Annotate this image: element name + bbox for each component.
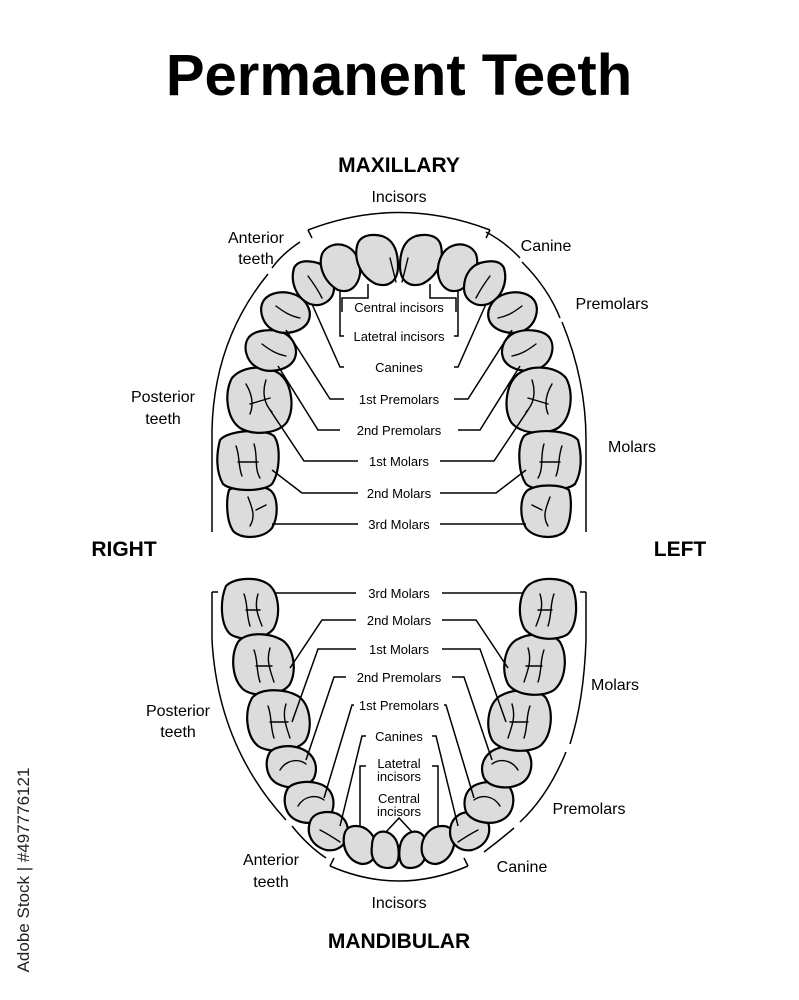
upper-left-first-molar xyxy=(505,366,572,434)
lower-label-first-molars: 1st Molars xyxy=(369,642,429,657)
lower-label-central-line2: incisors xyxy=(377,804,422,819)
lower-right-anterior-bracket xyxy=(291,825,327,859)
lower-left-central-incisor xyxy=(398,830,428,870)
lower-label-first-premolars: 1st Premolars xyxy=(359,698,440,713)
stock-id-text: Adobe Stock | #497776121 xyxy=(14,767,33,973)
upper-left-second-molar xyxy=(518,430,582,492)
lower-group-incisors: Incisors xyxy=(371,895,426,912)
lower-right-second-premolar xyxy=(265,745,318,789)
upper-label-first-molars: 1st Molars xyxy=(369,454,429,469)
lower-incisors-bracket xyxy=(329,865,469,882)
upper-label-first-premolars: 1st Premolars xyxy=(359,392,440,407)
upper-left-canine-bracket xyxy=(485,231,521,259)
lower-group-canine: Canine xyxy=(497,859,548,876)
lower-group-premolars: Premolars xyxy=(553,801,626,818)
lower-left-second-molar xyxy=(503,633,566,696)
upper-label-third-molars: 3rd Molars xyxy=(368,517,430,532)
maxillary-heading: MAXILLARY xyxy=(338,154,460,177)
lower-left-first-molar xyxy=(487,689,552,752)
upper-label-second-premolars: 2nd Premolars xyxy=(357,423,442,438)
lower-left-molars-bracket xyxy=(569,592,587,745)
upper-right-lateral-incisor xyxy=(319,243,362,293)
upper-right-first-molar xyxy=(226,366,293,434)
mandibular-arch xyxy=(220,577,578,870)
lower-right-central-incisor xyxy=(370,830,400,870)
lower-right-posterior-bracket xyxy=(211,592,287,821)
upper-left-central-incisor xyxy=(398,233,443,287)
lower-right-third-molar xyxy=(220,577,280,640)
lower-left-third-molar xyxy=(518,577,578,640)
lower-group-posterior-line1: Posterior xyxy=(146,703,211,720)
upper-label-second-molars: 2nd Molars xyxy=(367,486,432,501)
lower-right-second-molar xyxy=(232,633,295,696)
lower-right-first-molar xyxy=(246,689,311,752)
maxillary-arch xyxy=(216,233,582,538)
lower-left-canine-bracket xyxy=(483,827,515,853)
lower-label-lateral-line1: Latetral xyxy=(377,756,420,771)
upper-group-posterior-line1: Posterior xyxy=(131,389,196,406)
right-side-label: RIGHT xyxy=(91,538,157,561)
lower-group-anterior-line1: Anterior xyxy=(243,852,300,869)
stock-id-watermark: Adobe Stock | #497776121 xyxy=(11,767,37,973)
upper-right-second-molar xyxy=(216,430,280,492)
mandibular-heading: MANDIBULAR xyxy=(328,930,470,953)
lower-group-molars: Molars xyxy=(591,677,639,694)
upper-group-incisors: Incisors xyxy=(371,189,426,206)
lower-label-lateral-line2: incisors xyxy=(377,769,422,784)
lower-label-second-molars: 2nd Molars xyxy=(367,613,432,628)
upper-label-canines: Canines xyxy=(375,360,423,375)
upper-label-lateral-incisors: Latetral incisors xyxy=(353,329,445,344)
lower-label-second-premolars: 2nd Premolars xyxy=(357,670,442,685)
mandibular-leaders xyxy=(274,592,524,833)
upper-group-premolars: Premolars xyxy=(576,296,649,313)
lower-label-canines: Canines xyxy=(375,729,423,744)
upper-left-premolars-bracket xyxy=(521,261,561,319)
upper-group-posterior-line2: teeth xyxy=(145,411,181,428)
maxillary-leaders xyxy=(269,284,529,525)
upper-right-central-incisor xyxy=(355,233,400,287)
lower-group-posterior-line2: teeth xyxy=(160,724,196,741)
upper-right-posterior-bracket xyxy=(211,273,269,532)
upper-label-central-incisors: Central incisors xyxy=(354,300,444,315)
upper-left-molars-bracket xyxy=(561,321,587,532)
lower-left-premolars-bracket xyxy=(519,751,567,823)
upper-group-canine: Canine xyxy=(521,238,572,255)
upper-group-anterior-line2: teeth xyxy=(238,251,274,268)
lower-group-anterior-line2: teeth xyxy=(253,874,289,891)
left-side-label: LEFT xyxy=(654,538,707,561)
upper-group-anterior-line1: Anterior xyxy=(228,230,285,247)
lower-label-third-molars: 3rd Molars xyxy=(368,586,430,601)
upper-incisors-bracket xyxy=(307,211,491,231)
upper-right-anterior-bracket xyxy=(271,241,301,269)
mandibular-brackets xyxy=(211,591,587,882)
lower-left-lateral-incisor xyxy=(420,824,456,866)
page-title: Permanent Teeth xyxy=(166,43,632,108)
lower-label-central-line1: Central xyxy=(378,791,420,806)
upper-group-molars: Molars xyxy=(608,439,656,456)
maxillary-brackets xyxy=(211,211,587,532)
